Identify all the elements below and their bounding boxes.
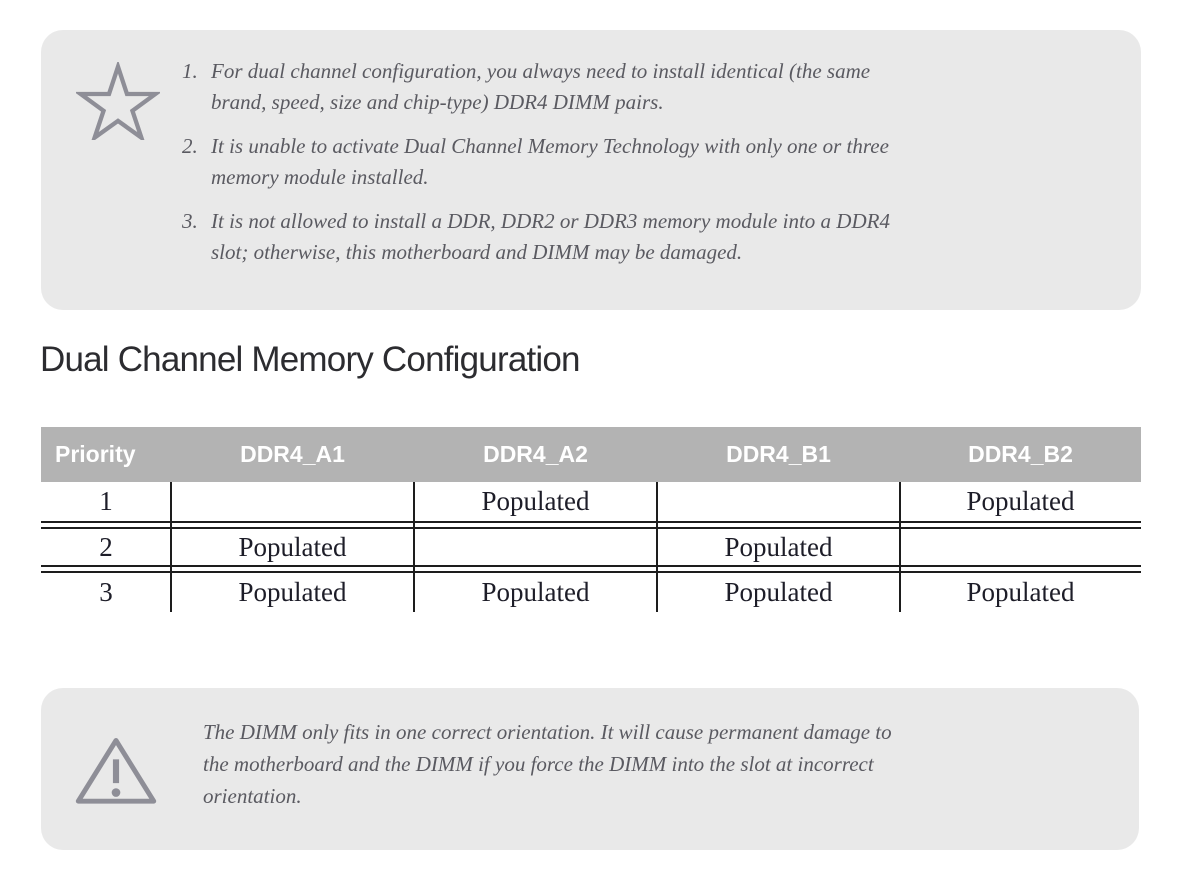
row-divider [41,565,1141,573]
note-item-number: 3. [182,209,198,233]
table-cell: Populated [238,577,347,607]
table-cell: Populated [481,486,590,516]
table-body: 1 Populated Populated 2 Populated Popula… [41,482,1141,612]
table-cell: Populated [724,531,833,562]
table-row: 2 Populated Populated [41,529,1141,565]
table-header-row: Priority DDR4_A1 DDR4_A2 DDR4_B1 DDR4_B2 [41,427,1141,482]
table-header-cell: DDR4_A1 [240,441,345,467]
note-item-number: 1. [182,59,198,83]
note-item: 2. It is unable to activate Dual Channel… [182,131,1062,193]
table-cell: Populated [724,577,833,607]
note-item: 1. For dual channel configuration, you a… [182,56,1062,118]
table-row: 1 Populated Populated [41,482,1141,521]
table-row: 3 Populated Populated Populated Populate… [41,573,1141,612]
table-cell-priority: 1 [99,486,113,516]
note-item-text: It is not allowed to install a DDR, DDR2… [211,209,890,264]
table-cell: Populated [481,577,590,607]
note-item-text: It is unable to activate Dual Channel Me… [211,134,889,189]
note-item-number: 2. [182,134,198,158]
column-separator [413,482,415,612]
warning-box: The DIMM only fits in one correct orient… [41,688,1139,850]
warning-triangle-icon [75,738,157,804]
table-cell: Populated [966,577,1075,607]
table-header-cell: DDR4_B2 [968,441,1073,467]
table-cell: Populated [238,531,347,562]
table-cell-priority: 3 [99,577,113,607]
column-separator [656,482,658,612]
page-title: Dual Channel Memory Configuration [40,340,581,379]
table-header-cell: DDR4_A2 [483,441,588,467]
table-cell-priority: 2 [99,531,113,562]
column-separator [170,482,172,612]
note-box: 1. For dual channel configuration, you a… [41,30,1141,310]
table-header-cell: Priority [55,441,136,467]
row-divider [41,521,1141,529]
table-header-cell: DDR4_B1 [726,441,831,467]
note-item: 3. It is not allowed to install a DDR, D… [182,206,1062,268]
star-icon [76,62,160,140]
column-separator [899,482,901,612]
table-cell: Populated [966,486,1075,516]
note-list: 1. For dual channel configuration, you a… [182,56,1062,281]
memory-config-table: Priority DDR4_A1 DDR4_A2 DDR4_B1 DDR4_B2… [41,427,1141,612]
warning-text: The DIMM only fits in one correct orient… [203,720,892,808]
note-item-text: For dual channel configuration, you alwa… [211,59,871,114]
